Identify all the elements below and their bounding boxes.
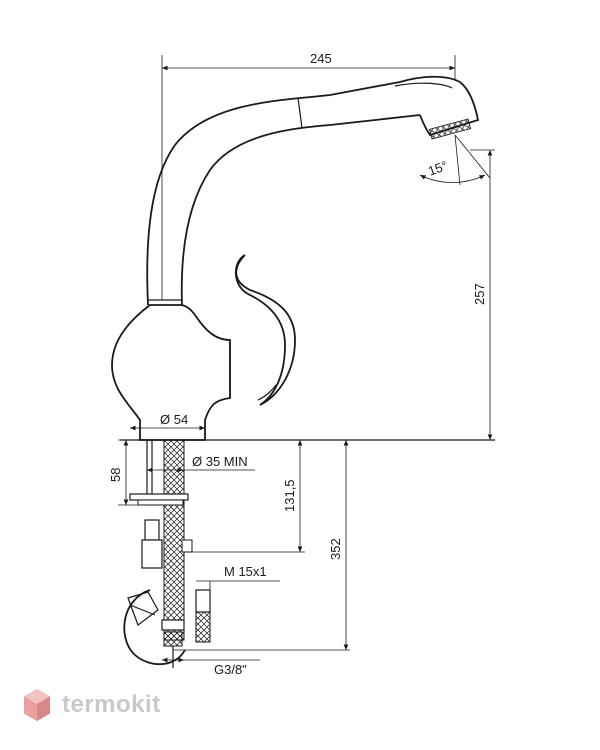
dim-width-top: 245 xyxy=(310,51,332,66)
dim-spray-angle: 15° xyxy=(426,158,450,179)
dim-base-diameter: Ø 54 xyxy=(160,412,188,427)
dim-thread-g: G3/8" xyxy=(214,662,247,677)
dimension-lines xyxy=(118,55,495,663)
dim-shank-length: 58 xyxy=(108,468,123,482)
under-counter-parts xyxy=(120,439,495,668)
watermark-brand: termokit xyxy=(62,691,161,718)
dim-hose-length: 131,5 xyxy=(282,479,297,512)
dim-total-below: 352 xyxy=(328,538,343,560)
dim-thread-m: M 15x1 xyxy=(224,564,267,579)
termokit-logo-icon xyxy=(24,689,50,721)
watermark: termokit xyxy=(22,688,161,722)
dim-hole-diameter: Ø 35 MIN xyxy=(192,454,248,469)
dim-height-spout: 257 xyxy=(472,283,487,305)
faucet-body xyxy=(111,75,480,441)
